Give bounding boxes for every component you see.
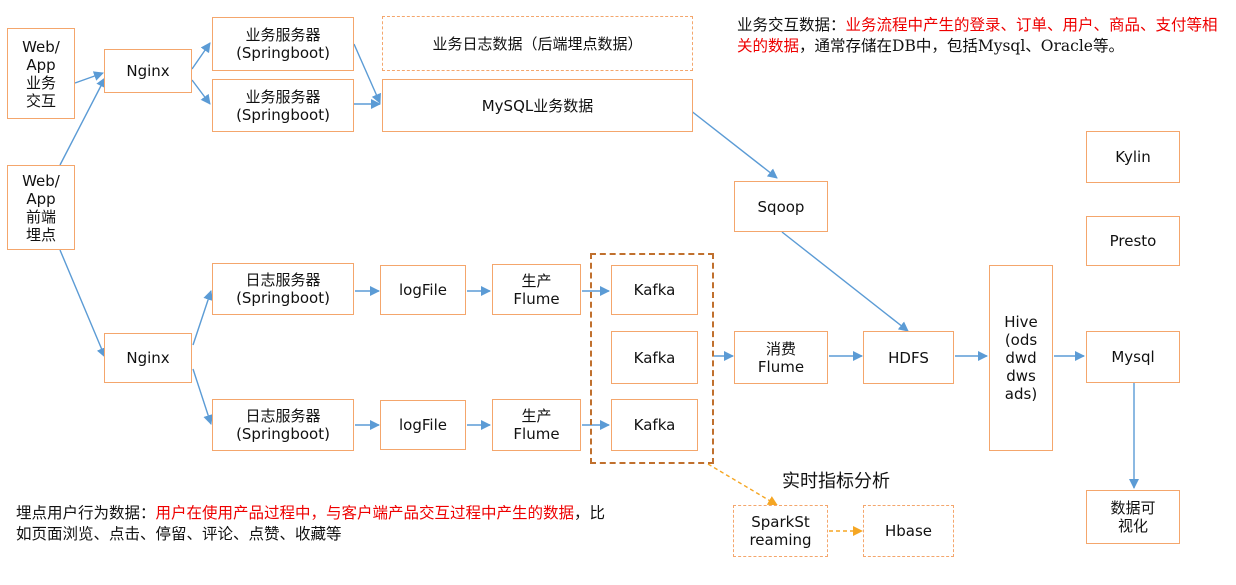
presto: Presto [1086,216,1180,266]
kafka-3: Kafka [611,399,698,451]
edge-interact-nginx-top [74,71,104,84]
tracking-note-highlight: 用户在使用产品过程中，与客户端产品交互过程中产生的数据 [155,504,575,522]
producer-flume-2: 生产 Flume [492,399,581,451]
edge-tracking-nginx-top [59,77,106,166]
log-server-1: 日志服务器 (Springboot) [212,263,354,315]
biz-log-data: 业务日志数据（后端埋点数据） [382,16,693,71]
hbase: Hbase [863,505,954,557]
biz-note-rest: ，通常存储在DB中，包括Mysql、Oracle等。 [799,37,1124,55]
producer-flume-1: 生产 Flume [492,264,581,315]
kafka-1: Kafka [611,265,698,315]
edge-nginx-bizserver1 [191,42,211,70]
edge-mysql-sqoop [689,109,778,179]
biz-server-1: 业务服务器 (Springboot) [212,17,354,71]
web-app-interaction-source: Web/ App 业务 交互 [7,28,75,119]
mysql-output: Mysql [1086,331,1180,383]
kafka-2: Kafka [611,331,698,384]
biz-server-2: 业务服务器 (Springboot) [212,79,354,132]
edge-kafka-spark [707,463,778,506]
nginx-top: Nginx [104,49,192,93]
edge-tracking-nginx-bottom [59,249,107,358]
tracking-note-label: 埋点用户行为数据： [16,504,156,522]
kafka-cluster-group [590,253,714,464]
log-server-2: 日志服务器 (Springboot) [212,399,354,451]
consumer-flume: 消费 Flume [734,331,828,384]
logfile-2: logFile [380,400,466,450]
edge-nginxb-logserver2 [192,368,213,425]
biz-note-highlight: 业务流程中产生的登录、订单、用户、商品、支付等相关的数据 [737,16,1218,55]
realtime-analysis-title: 实时指标分析 [782,471,890,492]
edge-nginx-bizserver2 [191,79,211,105]
edge-bizserver1-mysql [353,43,381,104]
biz-note-label: 业务交互数据： [737,16,846,34]
logfile-1: logFile [380,265,466,315]
biz-interaction-note: 业务交互数据：业务流程中产生的登录、订单、用户、商品、支付等相关的数据，通常存储… [737,15,1232,57]
kylin: Kylin [1086,131,1180,183]
edge-sqoop-hdfs [781,231,909,332]
tracking-behavior-note: 埋点用户行为数据：用户在使用产品过程中，与客户端产品交互过程中产生的数据，比如页… [16,503,606,545]
hive: Hive (ods dwd dws ads) [989,265,1053,451]
data-visualization: 数据可 视化 [1086,490,1180,544]
nginx-bottom: Nginx [104,333,192,383]
tracking-note-rest: ，比如页面浏览、点击、停留、评论、点赞、收藏等 [16,504,606,543]
hdfs: HDFS [863,331,954,384]
edge-nginxb-logserver1 [192,290,213,346]
web-app-tracking-source: Web/ App 前端 埋点 [7,165,75,250]
sqoop: Sqoop [734,181,828,232]
mysql-biz-data: MySQL业务数据 [382,79,693,132]
spark-streaming: SparkSt reaming [733,505,828,557]
